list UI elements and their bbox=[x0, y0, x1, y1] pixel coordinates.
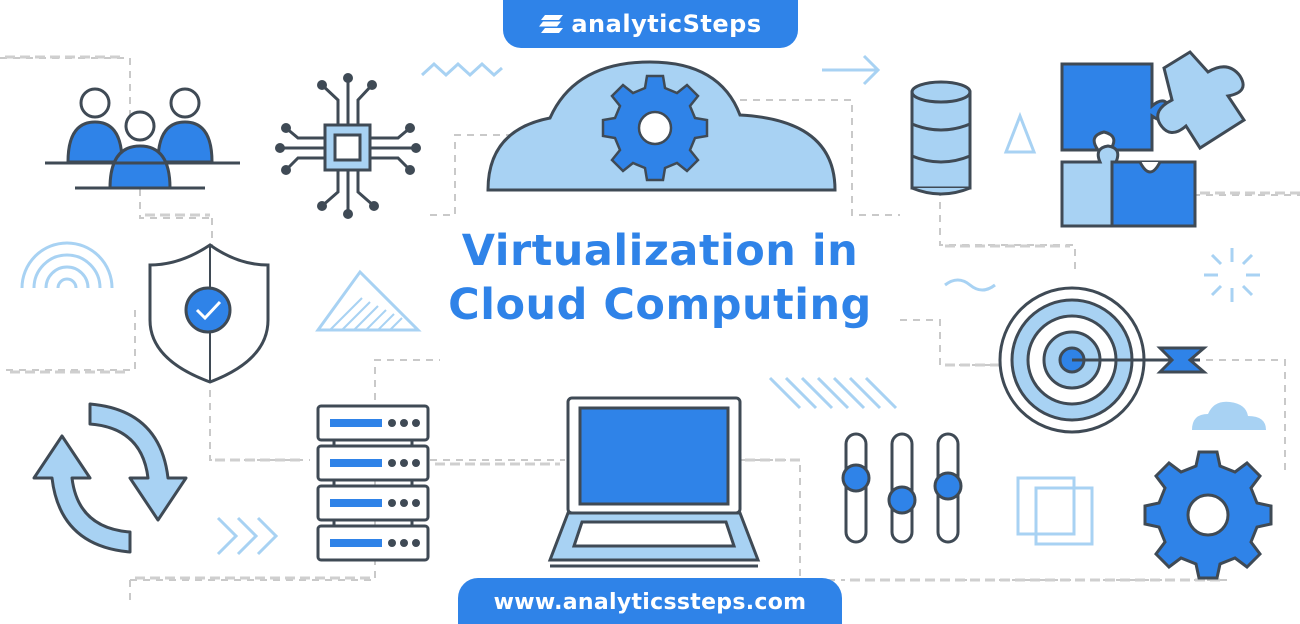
text-dashes bbox=[5, 55, 1300, 582]
puzzle-icon bbox=[1060, 50, 1247, 228]
sparkle-decor bbox=[1204, 248, 1260, 302]
wave-decor bbox=[944, 278, 996, 292]
page-title: Virtualization in Cloud Computing bbox=[360, 224, 960, 332]
arrow-right-decor bbox=[822, 54, 881, 86]
analyticsteps-logo-icon bbox=[539, 15, 564, 33]
title-line-2: Cloud Computing bbox=[448, 280, 872, 330]
triangle-decor bbox=[1003, 111, 1037, 154]
refresh-icon bbox=[32, 402, 188, 554]
cloud-gear-icon bbox=[486, 60, 837, 192]
chevrons-decor bbox=[216, 516, 279, 556]
gear-icon bbox=[1143, 450, 1273, 580]
brand-logo[interactable]: analyticSteps bbox=[503, 0, 798, 48]
small-cloud-decor bbox=[1192, 401, 1266, 430]
users-icon bbox=[45, 87, 240, 190]
circuit-chip-icon bbox=[275, 73, 421, 219]
database-icon bbox=[910, 80, 972, 196]
hatch-decor bbox=[768, 376, 898, 410]
target-arrow-icon bbox=[998, 286, 1209, 434]
hatched-triangle-decor bbox=[315, 269, 422, 332]
rainbow-decor bbox=[20, 241, 114, 289]
website-url: www.analyticssteps.com bbox=[493, 589, 807, 615]
brand-name: analyticSteps bbox=[571, 10, 762, 38]
sliders-icon bbox=[841, 432, 963, 544]
laptop-icon bbox=[547, 396, 761, 568]
title-line-1: Virtualization in bbox=[461, 226, 859, 276]
server-rack-icon bbox=[316, 404, 430, 562]
website-link[interactable]: www.analyticssteps.com bbox=[458, 578, 842, 624]
zigzag-decor bbox=[420, 61, 503, 78]
shield-check-icon bbox=[148, 243, 270, 384]
squares-decor bbox=[1016, 476, 1094, 546]
